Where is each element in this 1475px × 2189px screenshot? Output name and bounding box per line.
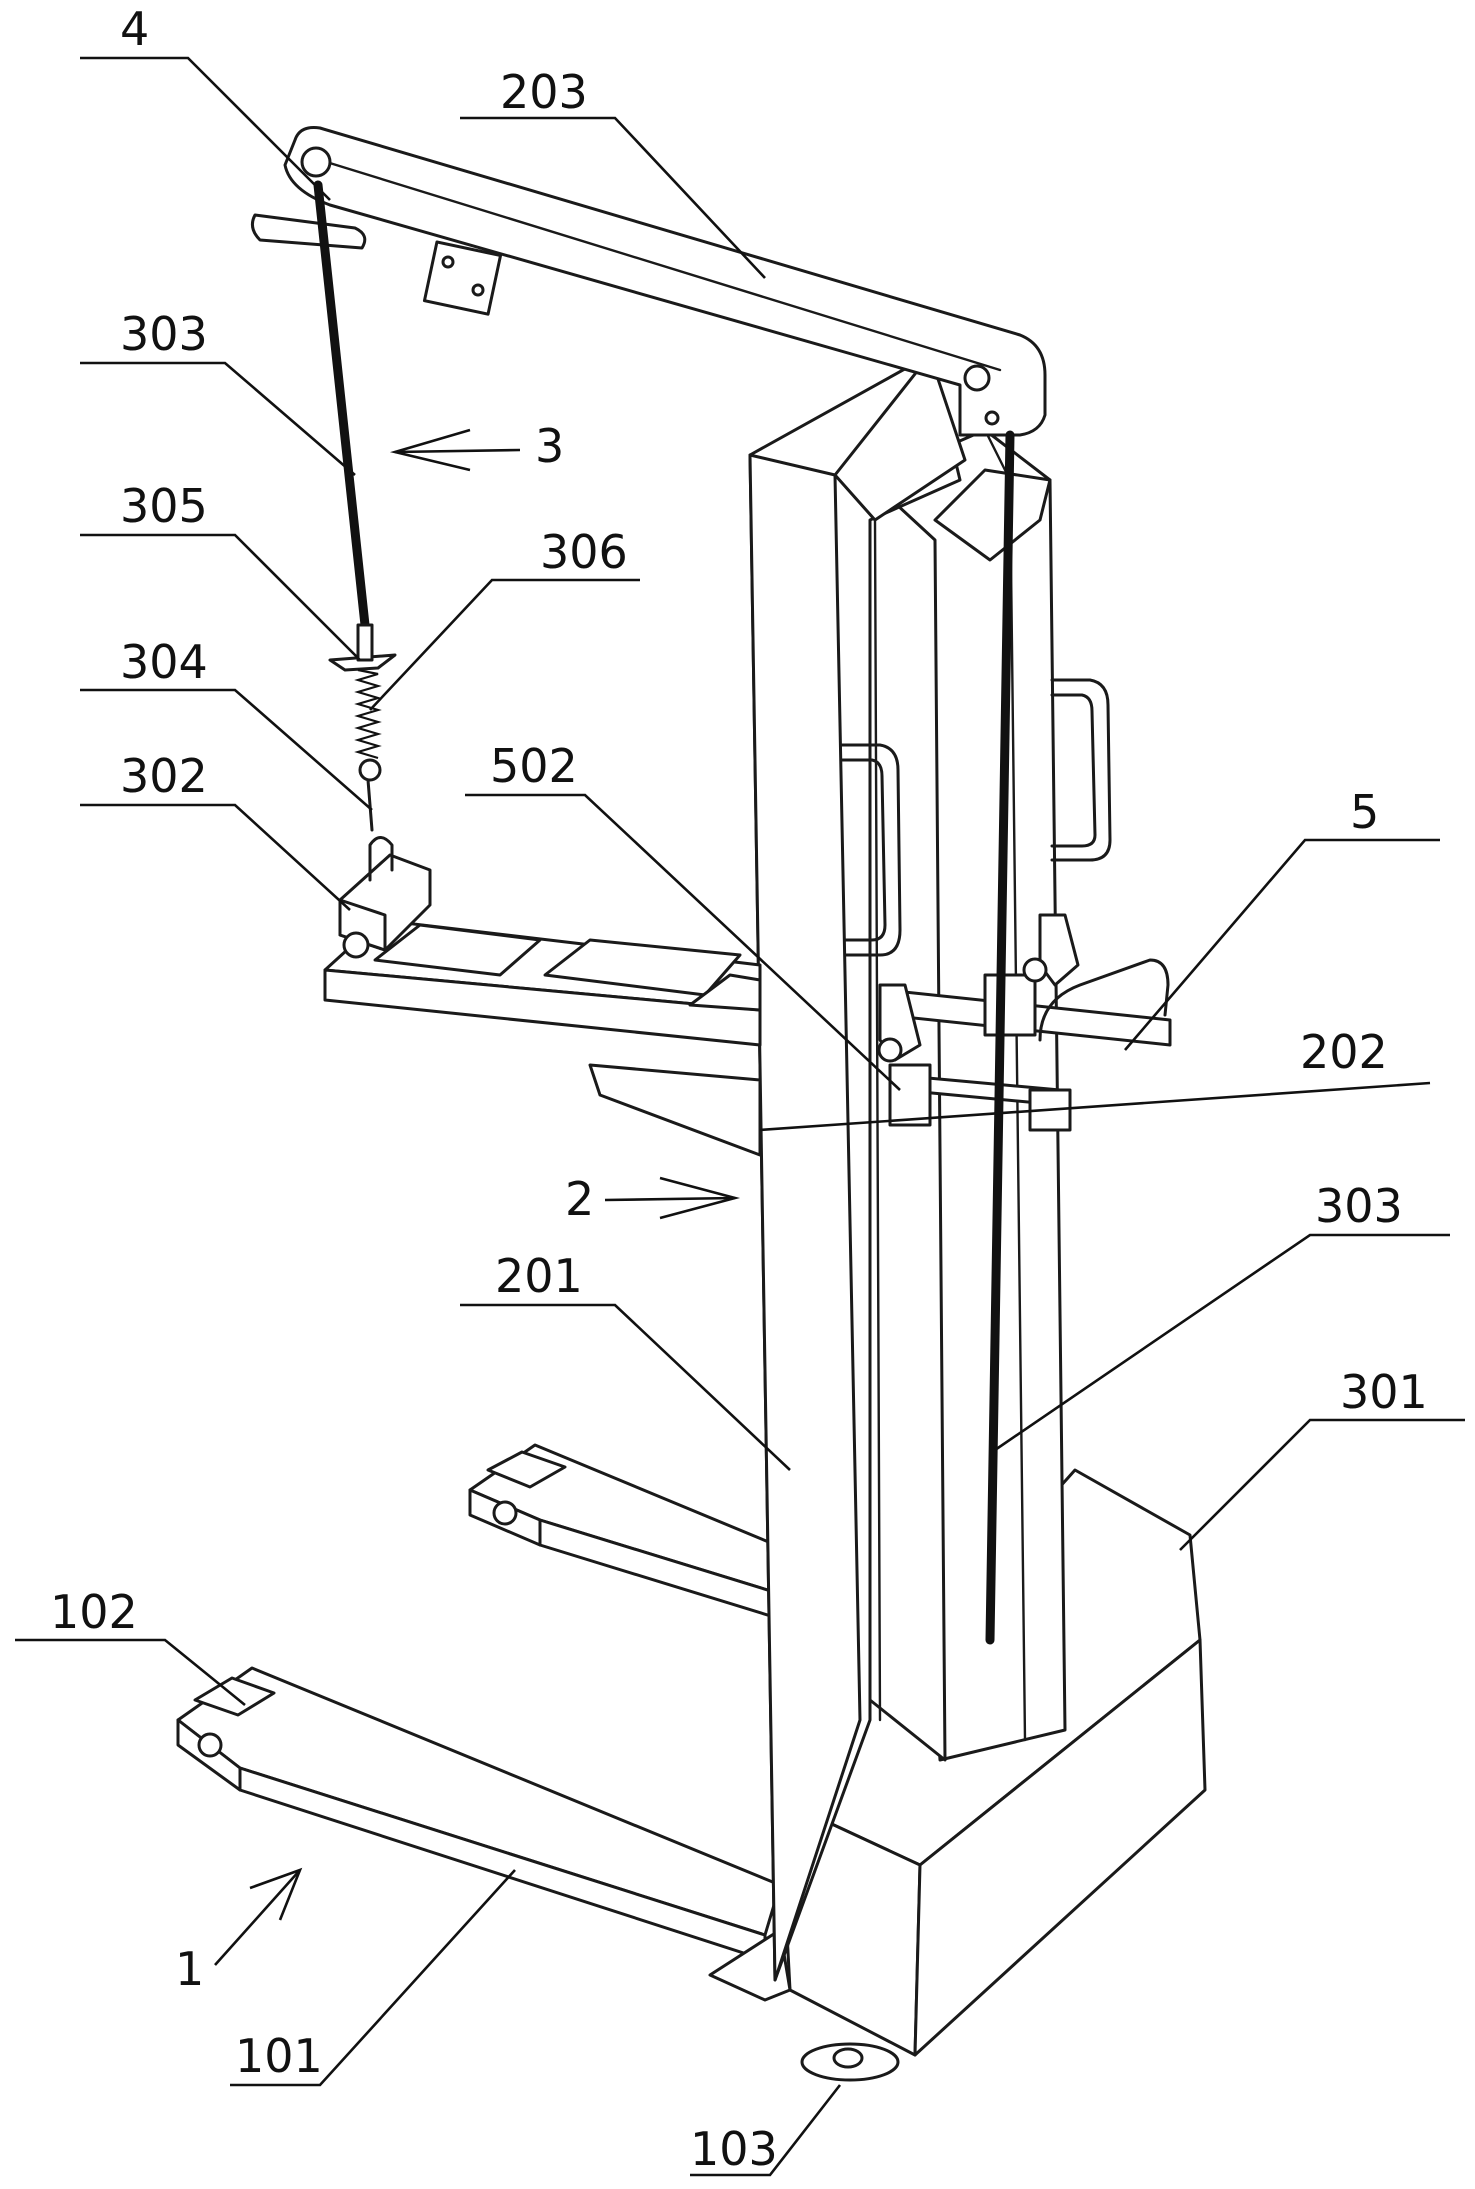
wheel: [800, 2042, 900, 2082]
mast-handle-left: [840, 743, 902, 957]
mast-handle-right: [1050, 678, 1112, 862]
label-2: 2: [565, 1172, 594, 1226]
boom-bracket: [250, 213, 503, 316]
label-3: 3: [535, 419, 564, 473]
label-303-top: 303: [120, 307, 208, 361]
arrow-1: [214, 1867, 303, 1966]
rope-stopper-305: [328, 623, 397, 672]
mast-column-front: [748, 353, 967, 1982]
label-4: 4: [120, 2, 149, 56]
leader-lines: [15, 56, 1465, 2177]
label-306: 306: [540, 525, 628, 579]
platform-frame: [323, 918, 762, 1157]
hinge-brackets: [877, 913, 1080, 1063]
base-fork-left: [176, 1666, 782, 1962]
label-301: 301: [1340, 1365, 1428, 1419]
label-102: 102: [50, 1585, 138, 1639]
lifting-rope-right: [985, 430, 1015, 1645]
label-201: 201: [495, 1249, 583, 1303]
hook-chain-304: [358, 758, 382, 832]
arrow-3: [389, 428, 521, 472]
hook-block-302: [338, 836, 432, 959]
label-101: 101: [235, 2029, 323, 2083]
label-5: 5: [1350, 785, 1379, 839]
label-1: 1: [175, 1942, 204, 1996]
label-502: 502: [490, 739, 578, 793]
lifting-rope-left: [313, 180, 370, 630]
base-fork-right: [468, 1443, 802, 1627]
label-305: 305: [120, 479, 208, 533]
label-203: 203: [500, 65, 588, 119]
label-303-bottom: 303: [1315, 1179, 1403, 1233]
label-202: 202: [1300, 1025, 1388, 1079]
arrow-2: [604, 1176, 741, 1220]
label-304: 304: [120, 635, 208, 689]
label-302: 302: [120, 749, 208, 803]
boom-arm: [283, 126, 1047, 437]
fork-brace: [708, 1928, 792, 2002]
label-103: 103: [690, 2122, 778, 2176]
spring-306: [354, 668, 382, 760]
